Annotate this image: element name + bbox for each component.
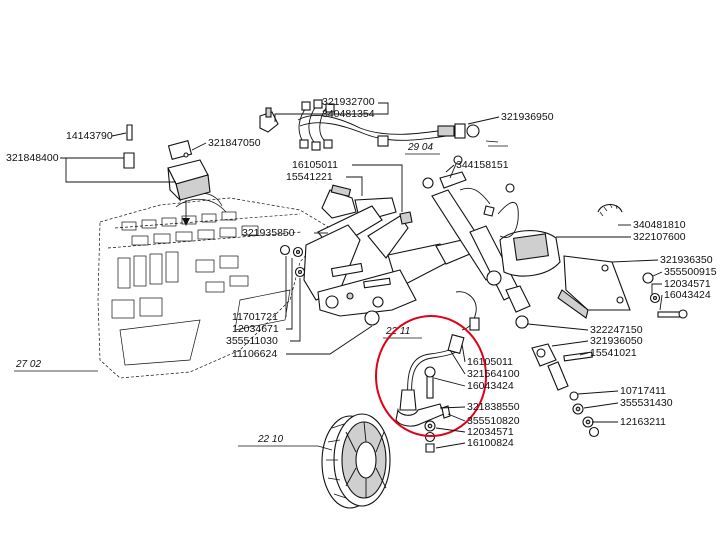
- part-12034571-upper: 12034571: [664, 278, 711, 290]
- part-11106624: 11106624: [232, 348, 277, 360]
- gear-wheel: [321, 413, 391, 509]
- ref-27-02: 27 02: [15, 359, 41, 370]
- dashboard-panel: [97, 192, 331, 379]
- part-11701721: 11701721: [232, 311, 278, 323]
- part-16105011-upper: 16105011: [292, 159, 338, 171]
- wiring-harness: [259, 99, 508, 151]
- part-340481810: 340481810: [633, 219, 686, 231]
- part-10717411: 10717411: [620, 385, 666, 397]
- part-322247150: 322247150: [590, 324, 643, 336]
- part-322107600: 322107600: [633, 231, 686, 243]
- part-16100824: 16100824: [467, 437, 514, 449]
- washer-stack-left: [279, 244, 306, 278]
- part-12034571-lower: 12034571: [467, 426, 514, 438]
- part-321936350: 321936350: [660, 254, 713, 266]
- part-15541221: 15541221: [286, 171, 333, 183]
- part-321932700: 321932700: [322, 96, 375, 108]
- part-14143790: 14143790: [66, 130, 113, 142]
- rod-end-lower: [515, 315, 600, 438]
- sensor-assembly: [395, 291, 480, 453]
- mounting-bracket: [557, 255, 688, 319]
- part-12034671: 12034671: [232, 323, 279, 335]
- part-15541021: 15541021: [590, 347, 637, 359]
- part-355531430: 355531430: [620, 397, 673, 409]
- ref-22-10: 22 10: [257, 434, 283, 445]
- highlight-circle: [375, 315, 487, 437]
- part-321935850: 321935850: [242, 227, 295, 239]
- part-321838550: 321838550: [467, 401, 520, 413]
- actuator-assembly: [422, 155, 561, 329]
- part-344158151: 344158151: [456, 159, 509, 171]
- part-321848400: 321848400: [6, 152, 59, 164]
- part-355510820: 355510820: [467, 415, 520, 427]
- part-321936950: 321936950: [501, 111, 554, 123]
- pedal-linkage: [303, 184, 471, 326]
- part-16105011-lower: 16105011: [467, 356, 513, 368]
- part-12163211: 12163211: [620, 416, 666, 428]
- part-355511030: 355511030: [226, 335, 278, 347]
- part-321936050: 321936050: [590, 335, 643, 347]
- part-321564100: 321564100: [467, 368, 520, 380]
- switch-assembly: [123, 124, 211, 226]
- ref-29-04: 29 04: [407, 142, 433, 153]
- part-355500915: 355500915: [664, 266, 717, 278]
- part-16043424-lower: 16043424: [467, 380, 514, 392]
- part-16043424-upper: 16043424: [664, 289, 711, 301]
- spring-clip: [597, 203, 623, 213]
- ref-22-11: 22 11: [385, 326, 410, 337]
- part-321847050: 321847050: [208, 137, 261, 149]
